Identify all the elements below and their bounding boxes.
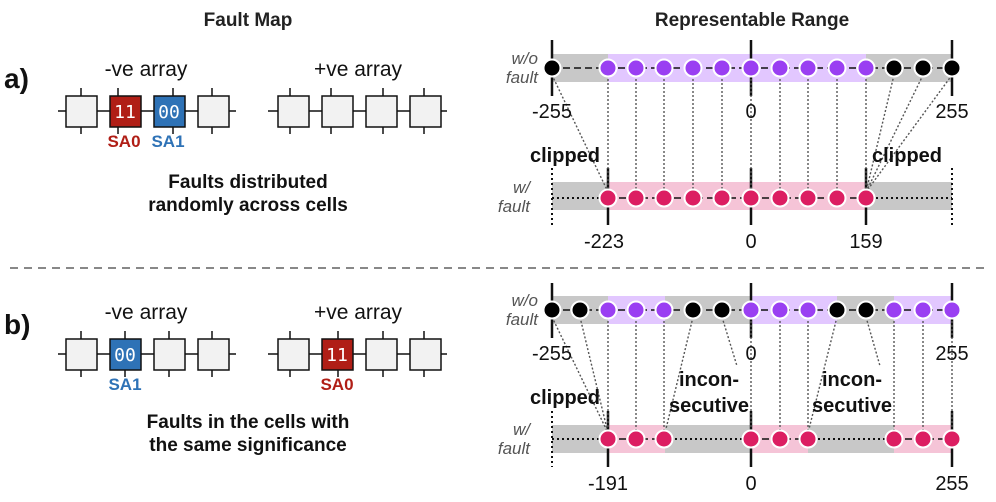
row-b-neg-array bbox=[58, 331, 236, 377]
representable-range-header: Representable Range bbox=[655, 10, 849, 31]
fault-map-header: Fault Map bbox=[204, 10, 293, 31]
row-a-sa0-cell bbox=[109, 95, 142, 128]
row-b-label: b) bbox=[4, 309, 30, 340]
row-b-top-tick-max: 255 bbox=[935, 343, 968, 365]
row-b-bottom-tick-min: -191 bbox=[588, 473, 628, 495]
row-b-sa1-bits: 00 bbox=[114, 345, 136, 366]
row-b-wo-label-1: w/o bbox=[512, 291, 538, 310]
row-a-top-tick-max: 255 bbox=[935, 101, 968, 123]
row-b-clipped: clipped bbox=[530, 387, 600, 409]
row-a-sa0-label: SA0 bbox=[107, 132, 140, 151]
row-a-sa1-bits: 00 bbox=[158, 102, 180, 123]
row-b-inconsecutive-2-line2: secutive bbox=[812, 395, 892, 417]
row-b-inconsecutive-2-line1: incon- bbox=[822, 369, 882, 391]
row-a-sa1-label: SA1 bbox=[151, 132, 184, 151]
row-b-pos-array bbox=[268, 331, 447, 377]
row-a-bottom-tick-min: -223 bbox=[584, 231, 624, 253]
row-a-description-line1: Faults distributed bbox=[168, 172, 327, 193]
row-b-w-label-2: fault bbox=[498, 439, 531, 458]
row-a-pos-array-label: +ve array bbox=[314, 58, 403, 81]
row-b-w-label-1: w/ bbox=[513, 420, 532, 439]
row-a-w-label-1: w/ bbox=[513, 178, 532, 197]
row-b-wo-label-2: fault bbox=[506, 310, 539, 329]
row-b-description-line1: Faults in the cells with bbox=[147, 412, 350, 433]
row-a-sa1-cell bbox=[153, 95, 186, 128]
row-a-clipped-left: clipped bbox=[530, 145, 600, 167]
row-b-sa0-cell bbox=[321, 338, 354, 371]
row-a-neg-array bbox=[58, 88, 236, 134]
row-b-pos-array-label: +ve array bbox=[314, 301, 403, 324]
row-b-neg-array-label: -ve array bbox=[105, 301, 188, 324]
row-b-sa1-label: SA1 bbox=[108, 375, 141, 394]
row-b-bottom-tick-zero: 0 bbox=[745, 473, 756, 495]
row-a-neg-array-label: -ve array bbox=[105, 58, 188, 81]
row-b-inconsecutive-1-line2: secutive bbox=[669, 395, 749, 417]
row-b-range bbox=[542, 283, 962, 467]
row-a-wo-label-2: fault bbox=[506, 68, 539, 87]
row-a-bottom-tick-max: 159 bbox=[849, 231, 882, 253]
row-a-bottom-tick-zero: 0 bbox=[745, 231, 756, 253]
row-b-sa0-label: SA0 bbox=[320, 375, 353, 394]
row-b-top-tick-min: -255 bbox=[532, 343, 572, 365]
row-b-sa0-bits: 11 bbox=[326, 345, 348, 366]
row-a-top-tick-min: -255 bbox=[532, 101, 572, 123]
row-b-top-tick-zero: 0 bbox=[745, 343, 756, 365]
row-b-description-line2: the same significance bbox=[149, 435, 346, 456]
row-b-bottom-tick-max: 255 bbox=[935, 473, 968, 495]
row-a-label: a) bbox=[4, 63, 29, 94]
row-a-w-label-2: fault bbox=[498, 197, 531, 216]
row-b-inconsecutive-1-line1: incon- bbox=[679, 369, 739, 391]
row-a-pos-array bbox=[268, 88, 447, 134]
row-a-description-line2: randomly across cells bbox=[148, 195, 348, 216]
row-a-wo-label-1: w/o bbox=[512, 49, 538, 68]
row-a-range bbox=[542, 40, 962, 225]
row-a-sa0-bits: 11 bbox=[114, 102, 136, 123]
row-b-sa1-cell bbox=[109, 338, 142, 371]
row-a-clipped-right: clipped bbox=[872, 145, 942, 167]
row-a-top-tick-zero: 0 bbox=[745, 101, 756, 123]
